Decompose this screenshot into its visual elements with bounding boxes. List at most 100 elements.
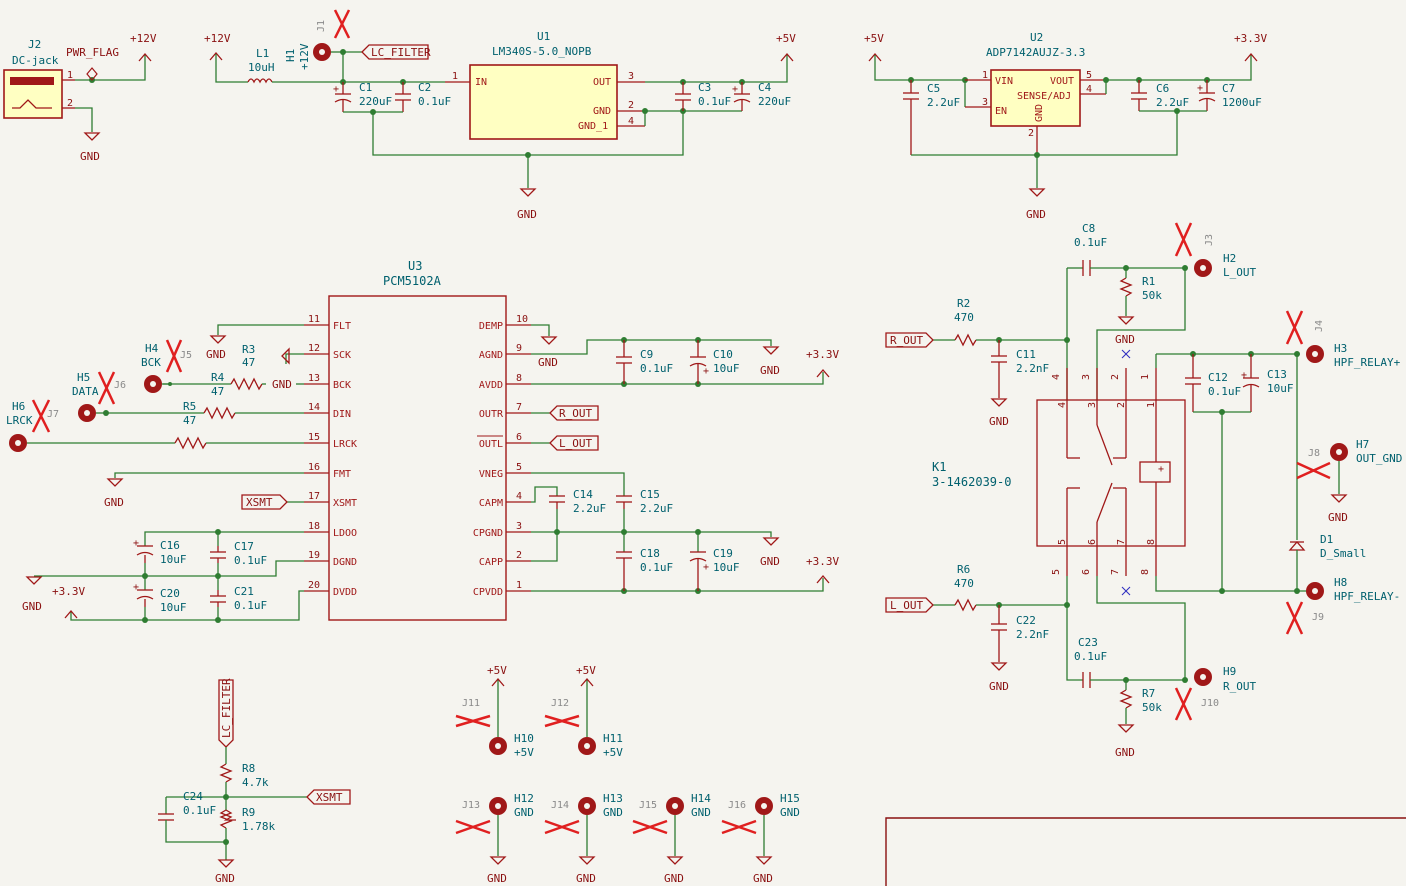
svg-text:2: 2	[1110, 374, 1121, 380]
svg-text:3: 3	[982, 97, 988, 108]
svg-text:R_OUT: R_OUT	[890, 334, 923, 347]
svg-text:GND: GND	[753, 872, 773, 885]
svg-text:C20: C20	[160, 587, 180, 600]
ground-symbol: GND	[215, 859, 235, 885]
svg-text:GND: GND	[517, 208, 537, 221]
svg-text:0.1uF: 0.1uF	[234, 599, 267, 612]
svg-text:GND: GND	[760, 364, 780, 377]
svg-text:OUT_GND: OUT_GND	[1356, 452, 1402, 465]
svg-text:H4: H4	[145, 342, 159, 355]
u3-pin-num: 17	[308, 491, 320, 502]
power-3v3-symbol: +3.3V	[806, 348, 839, 378]
ground-symbol: GND	[1026, 188, 1046, 221]
svg-text:K1: K1	[932, 460, 946, 474]
svg-text:R9: R9	[242, 806, 255, 819]
svg-text:H11: H11	[603, 732, 623, 745]
svg-text:3-1462039-0: 3-1462039-0	[932, 475, 1011, 489]
u3-right-pins: 10DEMP9AGND8AVDD7OUTR6OUTL5VNEG4CAPM3CPG…	[473, 314, 531, 598]
svg-text:GND: GND	[272, 378, 292, 391]
svg-text:C5: C5	[927, 82, 940, 95]
svg-text:EN: EN	[995, 106, 1007, 117]
net-label-r-out-in: R_OUT	[885, 332, 934, 348]
u3-pin-num: 6	[516, 432, 522, 443]
j2-ref: J2	[28, 38, 41, 51]
svg-text:H14: H14	[691, 792, 711, 805]
svg-text:220uF: 220uF	[758, 95, 791, 108]
svg-text:+3.3V: +3.3V	[806, 348, 839, 361]
svg-text:47: 47	[242, 356, 255, 369]
svg-text:R7: R7	[1142, 687, 1155, 700]
u3-left-pins: 11FLT12SCK13BCK14DIN15LRCK16FMT17XSMT18L…	[304, 314, 357, 598]
svg-text:XSMT: XSMT	[316, 791, 343, 804]
svg-text:+5V: +5V	[576, 664, 596, 677]
svg-text:LRCK: LRCK	[6, 414, 33, 427]
svg-text:+12V: +12V	[204, 32, 231, 45]
svg-text:GND: GND	[104, 496, 124, 509]
svg-text:+: +	[1197, 83, 1203, 94]
svg-text:ADP7142AUJZ-3.3: ADP7142AUJZ-3.3	[986, 46, 1085, 59]
svg-text:C23: C23	[1078, 636, 1098, 649]
svg-text:GND: GND	[593, 106, 611, 117]
ground-symbol: GND	[104, 478, 124, 509]
svg-text:GND: GND	[215, 872, 235, 885]
svg-text:R2: R2	[957, 297, 970, 310]
svg-text:R6: R6	[957, 563, 970, 576]
svg-text:2: 2	[1028, 128, 1034, 139]
svg-text:J8: J8	[1308, 448, 1320, 459]
svg-text:PCM5102A: PCM5102A	[383, 274, 442, 288]
svg-text:0.1uF: 0.1uF	[640, 561, 673, 574]
svg-text:U1: U1	[537, 30, 550, 43]
svg-text:GND_1: GND_1	[578, 121, 608, 132]
svg-text:GND: GND	[1328, 511, 1348, 524]
net-label-lc-filter-vertical: LC_FILTER	[218, 678, 234, 748]
svg-text:GND: GND	[989, 680, 1009, 693]
svg-text:2.2uF: 2.2uF	[573, 502, 606, 515]
svg-text:L1: L1	[256, 47, 269, 60]
svg-text:+5V: +5V	[514, 746, 534, 759]
svg-text:C17: C17	[234, 540, 254, 553]
ground-symbol: GND	[1115, 316, 1135, 346]
svg-text:H1: H1	[284, 49, 297, 62]
power-12v-symbol: +12V	[204, 32, 231, 61]
svg-text:LC_FILTER: LC_FILTER	[371, 46, 431, 59]
svg-text:3: 3	[1087, 402, 1098, 408]
svg-text:5: 5	[1057, 539, 1068, 545]
svg-text:470: 470	[954, 577, 974, 590]
title-block-frame	[885, 817, 1406, 886]
svg-text:J1: J1	[316, 20, 327, 32]
svg-text:J16: J16	[728, 800, 746, 811]
svg-text:J4: J4	[1314, 320, 1325, 332]
u3-pin-num: 11	[308, 314, 320, 325]
net-label-lc-filter: LC_FILTER	[361, 44, 431, 60]
svg-text:C18: C18	[640, 547, 660, 560]
svg-text:1: 1	[1146, 402, 1157, 408]
ground-symbol: GND	[538, 336, 558, 369]
mount-hole-h9: H9R_OUT J10	[1174, 665, 1256, 721]
svg-text:+5V: +5V	[487, 664, 507, 677]
bottom-mount-holes: H10+5VJ11+5VH11+5VJ12+5VH12GNDJ13GNDH13G…	[455, 664, 800, 885]
mount-hole-h2: H2L_OUT J3	[1174, 222, 1256, 279]
svg-text:C13: C13	[1267, 368, 1287, 381]
u3-pin-num: 12	[308, 343, 320, 354]
svg-text:2.2uF: 2.2uF	[1156, 96, 1189, 109]
svg-text:U2: U2	[1030, 31, 1043, 44]
svg-text:GND: GND	[1115, 333, 1135, 346]
svg-text:C9: C9	[640, 348, 653, 361]
svg-text:+: +	[732, 84, 738, 95]
svg-text:C22: C22	[1016, 614, 1036, 627]
u3-pin-num: 9	[516, 343, 522, 354]
svg-text:10uH: 10uH	[248, 61, 275, 74]
svg-text:-: -	[1158, 477, 1164, 488]
